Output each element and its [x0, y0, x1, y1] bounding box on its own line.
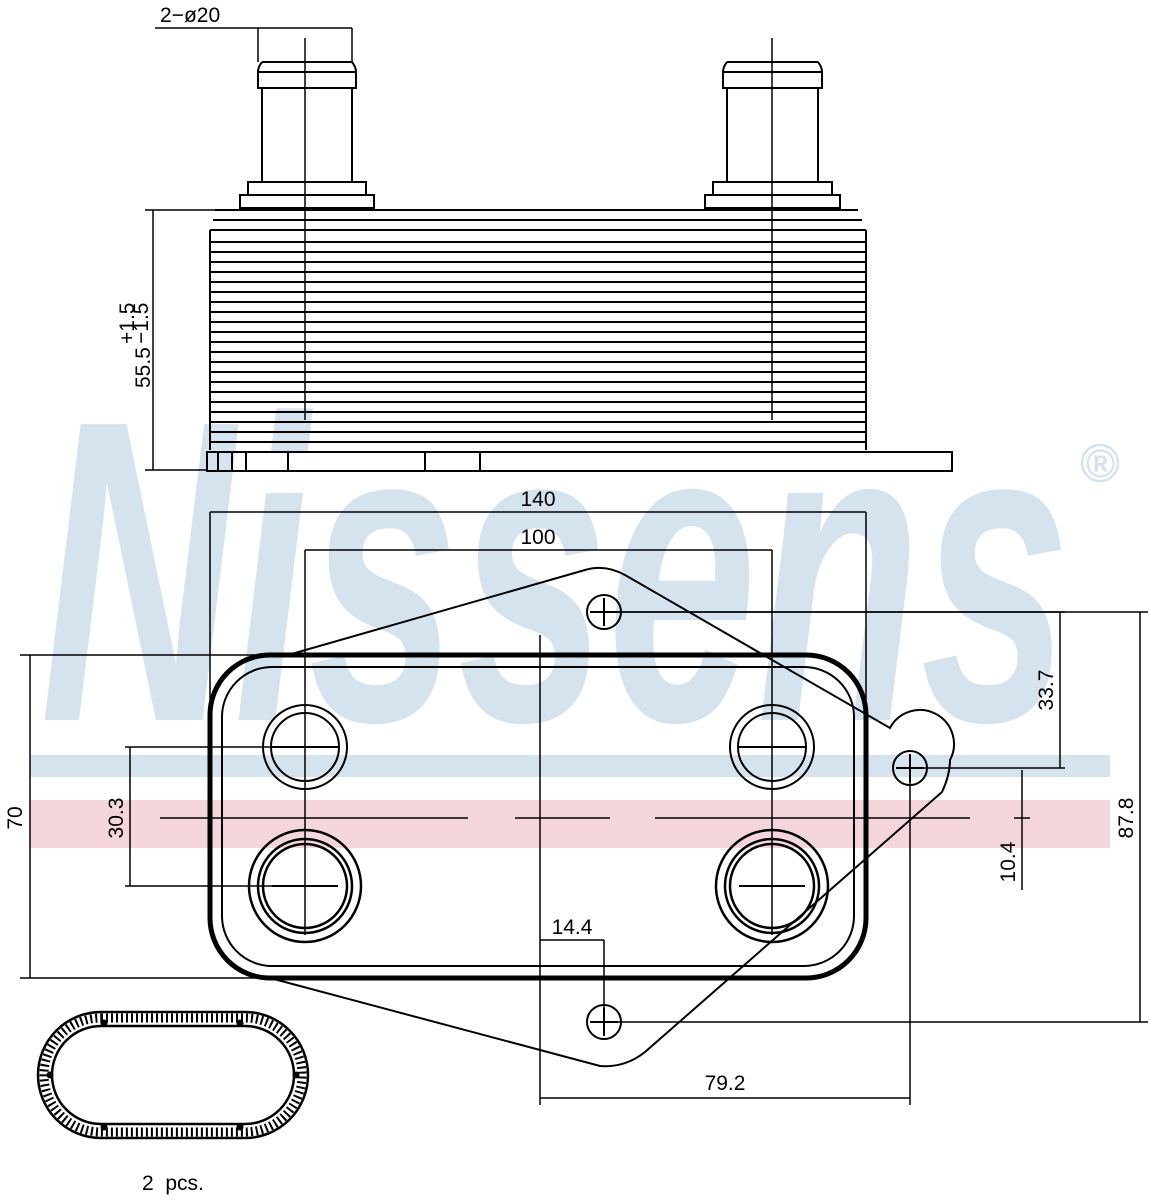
- height-base-text: 55.5: [132, 347, 155, 388]
- height-tol-minus-text: −1.5: [130, 303, 153, 344]
- dimension-height: [145, 209, 215, 471]
- registered-mark-ring: [1080, 443, 1120, 483]
- dimension-flange-height: [604, 611, 1148, 1023]
- gasket-band: [39, 1013, 307, 1137]
- watermark-stripe-blue: [30, 755, 1110, 777]
- base-plate: [206, 451, 953, 472]
- watermark-brand: Nissens: [40, 332, 1070, 812]
- port-spec-label: 2−ø20: [160, 4, 220, 27]
- body-height-label: 70: [4, 806, 27, 829]
- hole-offset-side-label: 10.4: [997, 841, 1020, 882]
- mounting-flange: [269, 566, 955, 1068]
- port-pitch-label: 30.3: [105, 798, 128, 839]
- width-overall-label: 140: [520, 488, 555, 511]
- gasket-quantity-label: 2 pcs.: [142, 1172, 204, 1195]
- height-tol-plus-text: +1.5: [116, 303, 139, 344]
- registered-mark: ®: [1085, 442, 1115, 486]
- left-port: [239, 61, 375, 209]
- height-label: 55.5 +1.5 −1.5: [116, 303, 155, 388]
- nissens-watermark: Nissens ®: [30, 332, 1120, 848]
- side-view-centerlines: [304, 38, 773, 420]
- dimension-hole-spacing: [539, 768, 911, 1105]
- dimension-port-pitch: [125, 746, 305, 887]
- side-view: [206, 38, 953, 472]
- dimension-width-140: [209, 511, 867, 700]
- cooler-body-inner: [221, 666, 855, 967]
- hole-offset-top-label: 33.7: [1035, 670, 1058, 711]
- hole-offset-bottom-label: 14.4: [552, 916, 593, 939]
- top-view-centerlines: [160, 635, 970, 1000]
- gasket-seal: [36, 1010, 310, 1140]
- gasket-inner: [50, 1024, 296, 1126]
- hole-spacing-label: 79.2: [705, 1072, 746, 1095]
- plate-stack: [209, 209, 867, 450]
- dimension-port-spacing-100: [304, 549, 773, 700]
- dimension-body-height-70: [20, 654, 300, 979]
- port-spacing-label: 100: [520, 526, 555, 549]
- dimension-hole-offset-bottom: [540, 939, 605, 1022]
- dimension-hole-offset-side: [1014, 770, 1030, 890]
- cooler-body-outline: [207, 652, 869, 981]
- dimension-port-diameter: [155, 27, 353, 62]
- flange-height-label: 87.8: [1115, 798, 1138, 839]
- gasket-dots: [46, 1019, 300, 1131]
